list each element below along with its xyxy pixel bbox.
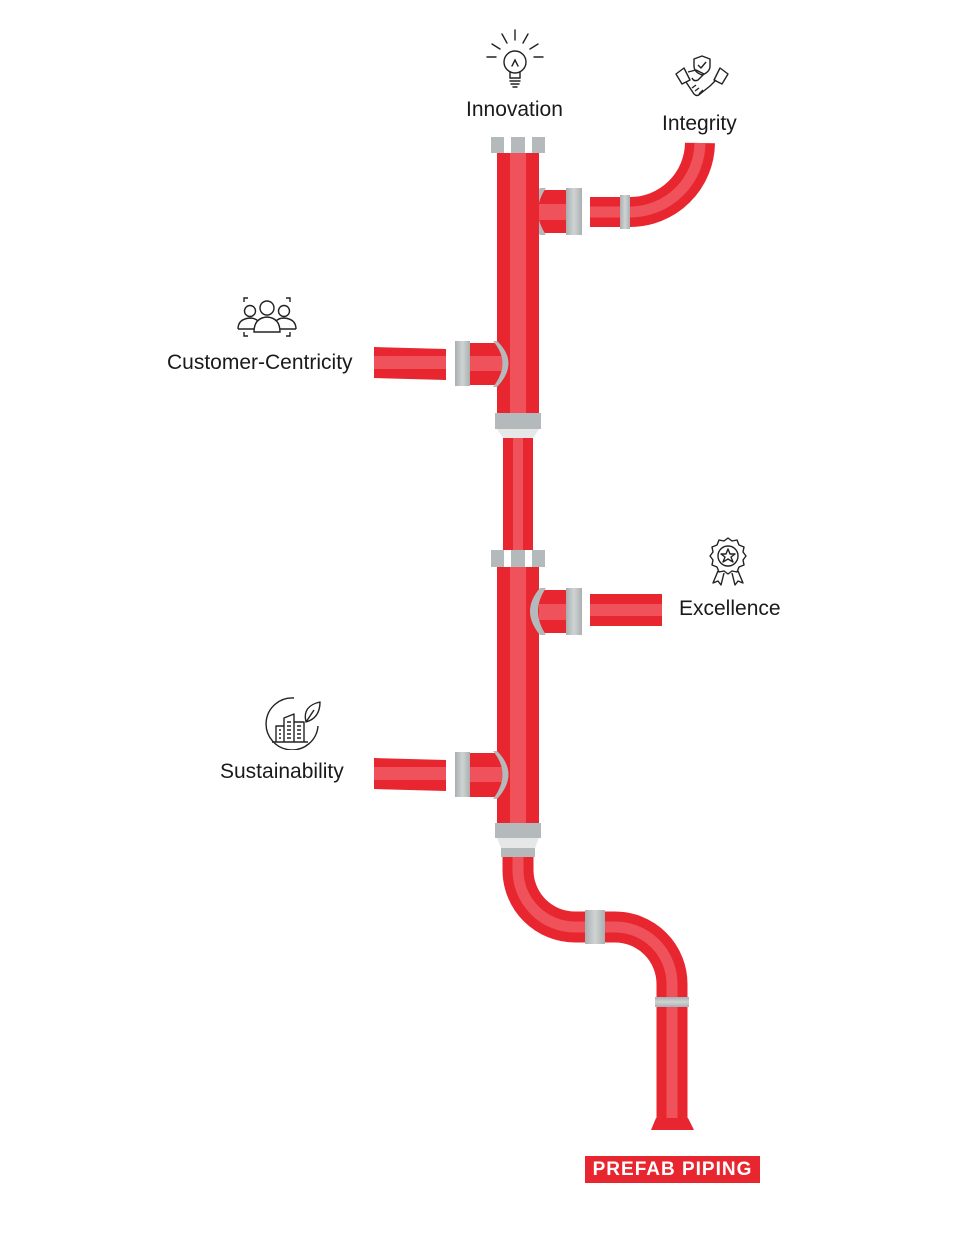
logo-text: PREFAB PIPING bbox=[592, 1158, 753, 1180]
lightbulb-icon bbox=[486, 29, 544, 88]
pipe-branch-customer-centricity bbox=[374, 341, 509, 387]
handshake-shield-icon bbox=[675, 55, 729, 97]
value-label-sustainability: Sustainability bbox=[220, 760, 344, 783]
value-label-customer-centricity: Customer-Centricity bbox=[167, 351, 353, 374]
green-city-leaf-icon bbox=[265, 697, 321, 750]
pipe-main-middle bbox=[491, 413, 545, 567]
pipe-branch-integrity bbox=[530, 142, 715, 235]
value-label-integrity: Integrity bbox=[662, 112, 737, 135]
pipe-branch-excellence bbox=[535, 588, 662, 635]
award-ribbon-icon bbox=[709, 537, 747, 586]
people-group-icon bbox=[237, 297, 297, 337]
pipe-branch-sustainability bbox=[374, 751, 509, 799]
value-label-excellence: Excellence bbox=[679, 597, 781, 620]
value-label-innovation: Innovation bbox=[466, 98, 563, 121]
prefab-piping-logo: PREFAB PIPING bbox=[585, 1156, 760, 1183]
pipe-bottom-bend bbox=[495, 823, 694, 1130]
